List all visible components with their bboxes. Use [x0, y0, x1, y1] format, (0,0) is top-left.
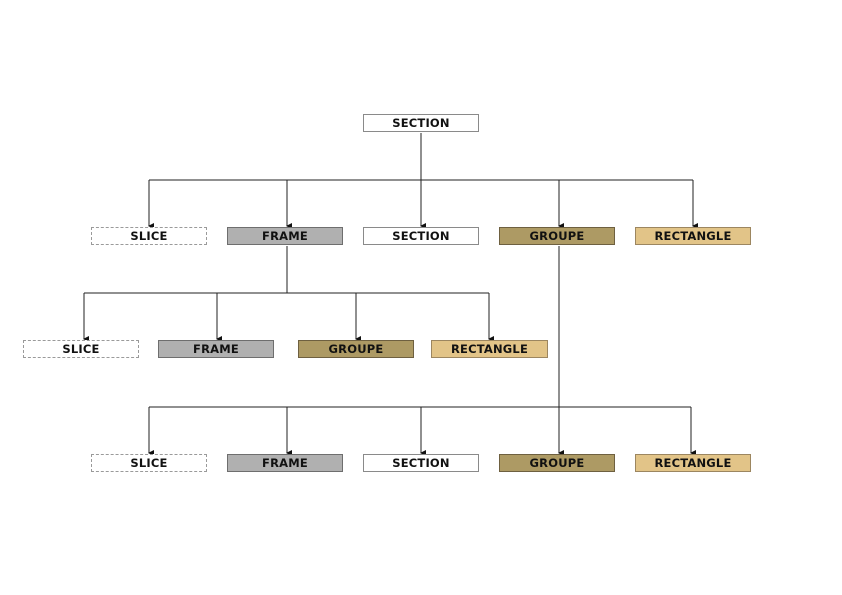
frame-child-rectangle-node: RECTANGLE [431, 340, 548, 358]
groupe-node: GROUPE [499, 227, 615, 245]
frame-node: FRAME [227, 227, 343, 245]
frame-child-slice-node: SLICE [23, 340, 139, 358]
frame-child-groupe-node: GROUPE [298, 340, 414, 358]
groupe-child-frame-node: FRAME [227, 454, 343, 472]
groupe-child-slice-node: SLICE [91, 454, 207, 472]
rectangle-node: RECTANGLE [635, 227, 751, 245]
root-section-node: SECTION [363, 114, 479, 132]
section-node: SECTION [363, 227, 479, 245]
groupe-child-rectangle-node: RECTANGLE [635, 454, 751, 472]
frame-child-frame-node: FRAME [158, 340, 274, 358]
groupe-child-section-node: SECTION [363, 454, 479, 472]
groupe-child-groupe-node: GROUPE [499, 454, 615, 472]
slice-node: SLICE [91, 227, 207, 245]
